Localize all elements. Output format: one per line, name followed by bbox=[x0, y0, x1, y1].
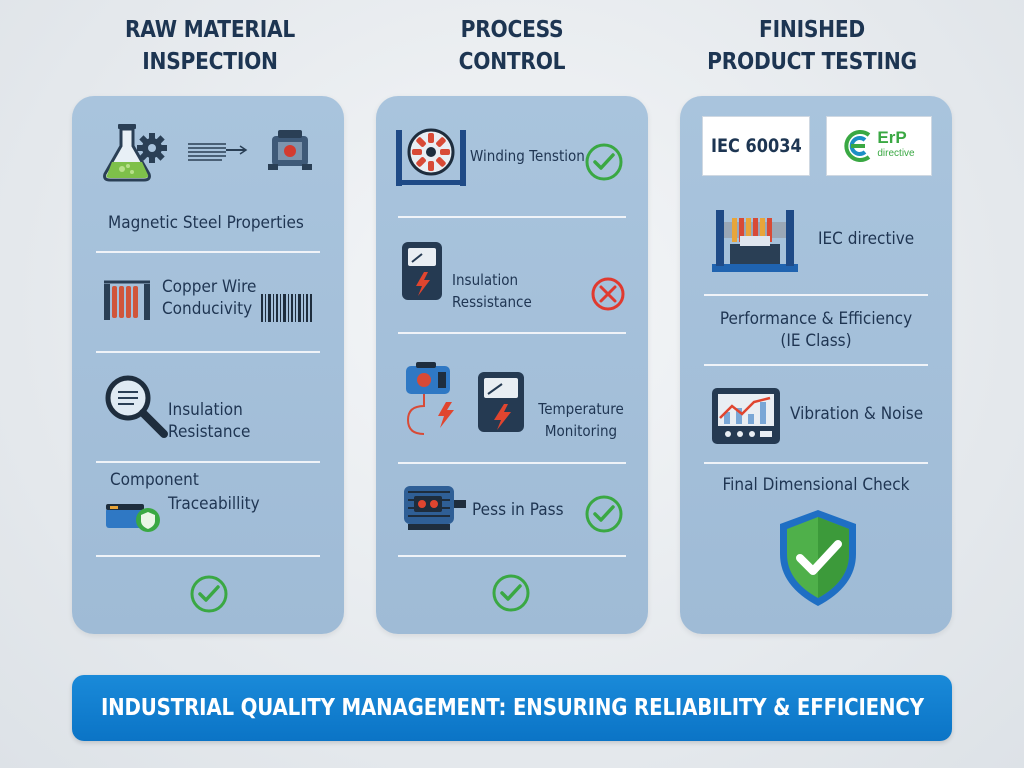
pass-check-icon bbox=[585, 143, 623, 181]
lab-flask-icon bbox=[103, 124, 151, 182]
divider bbox=[704, 462, 928, 464]
vibration-noise-label: Vibration & Noise bbox=[790, 404, 924, 424]
divider bbox=[398, 216, 626, 218]
performance-efficiency-label: Performance & Efficiency (IE Class) bbox=[719, 309, 913, 351]
banner-text: INDUSTRIAL QUALITY MANAGEMENT: ENSURING … bbox=[100, 695, 924, 721]
final-dimensional-check-label: Final Dimensional Check bbox=[722, 475, 910, 495]
motor-core-icon bbox=[268, 130, 312, 170]
winding-machine-icon bbox=[396, 128, 466, 186]
divider bbox=[398, 462, 626, 464]
test-bench-icon bbox=[712, 210, 798, 272]
iec-60034-badge: IEC 60034 bbox=[702, 116, 810, 176]
divider bbox=[96, 251, 320, 253]
insulation-resistance-label: Insulation Resistance bbox=[168, 400, 251, 442]
fail-x-icon bbox=[591, 277, 625, 311]
copper-wire-label: Copper Wire Conducivity bbox=[162, 277, 257, 319]
component-label: Component bbox=[110, 470, 199, 490]
process-control-panel: Winding Tenstion Insulation Ressistance … bbox=[376, 96, 648, 634]
erp-logo-icon bbox=[844, 130, 871, 162]
battery-shield-icon bbox=[106, 504, 160, 532]
divider bbox=[398, 555, 626, 557]
erp-text: ErP directive bbox=[877, 128, 915, 159]
motor-icon bbox=[404, 486, 466, 530]
meter-icon bbox=[478, 372, 524, 432]
monitor-chart-icon bbox=[712, 388, 780, 444]
barcode-icon bbox=[261, 294, 312, 322]
divider bbox=[398, 332, 626, 334]
finished-product-panel: IEC 60034 ErP directive IEC directive Pe… bbox=[680, 96, 952, 634]
check-circle-icon bbox=[190, 575, 228, 613]
divider bbox=[96, 555, 320, 557]
magnetic-steel-label: Magnetic Steel Properties bbox=[108, 213, 304, 233]
raw-material-panel: Magnetic Steel Properties Copper Wire Co… bbox=[72, 96, 344, 634]
copper-coil-icon bbox=[104, 280, 150, 320]
traceability-label: Traceabillity bbox=[168, 494, 260, 514]
divider bbox=[96, 351, 320, 353]
iec-directive-label: IEC directive bbox=[818, 229, 915, 249]
check-circle-icon bbox=[492, 574, 530, 612]
divider bbox=[96, 461, 320, 463]
pess-in-pass-label: Pess in Pass bbox=[472, 500, 564, 520]
temperature-monitoring-label: Temperature Monitoring bbox=[538, 400, 624, 440]
gear-icon bbox=[137, 133, 167, 163]
magnifier-icon bbox=[105, 375, 168, 438]
insulation-ressistance-label: Insulation Ressistance bbox=[452, 271, 532, 311]
iec-60034-text: IEC 60034 bbox=[710, 135, 802, 157]
summary-banner: INDUSTRIAL QUALITY MANAGEMENT: ENSURING … bbox=[72, 675, 952, 741]
meter-icon bbox=[402, 242, 442, 300]
pass-check-icon bbox=[585, 495, 623, 533]
divider bbox=[704, 364, 928, 366]
winding-tension-label: Winding Tenstion bbox=[470, 147, 585, 165]
divider bbox=[704, 294, 928, 296]
shield-check-icon bbox=[780, 510, 856, 606]
temperature-sensor-icon bbox=[406, 362, 454, 435]
steel-laminations-icon bbox=[188, 143, 248, 161]
erp-directive-badge: ErP directive bbox=[826, 116, 932, 176]
